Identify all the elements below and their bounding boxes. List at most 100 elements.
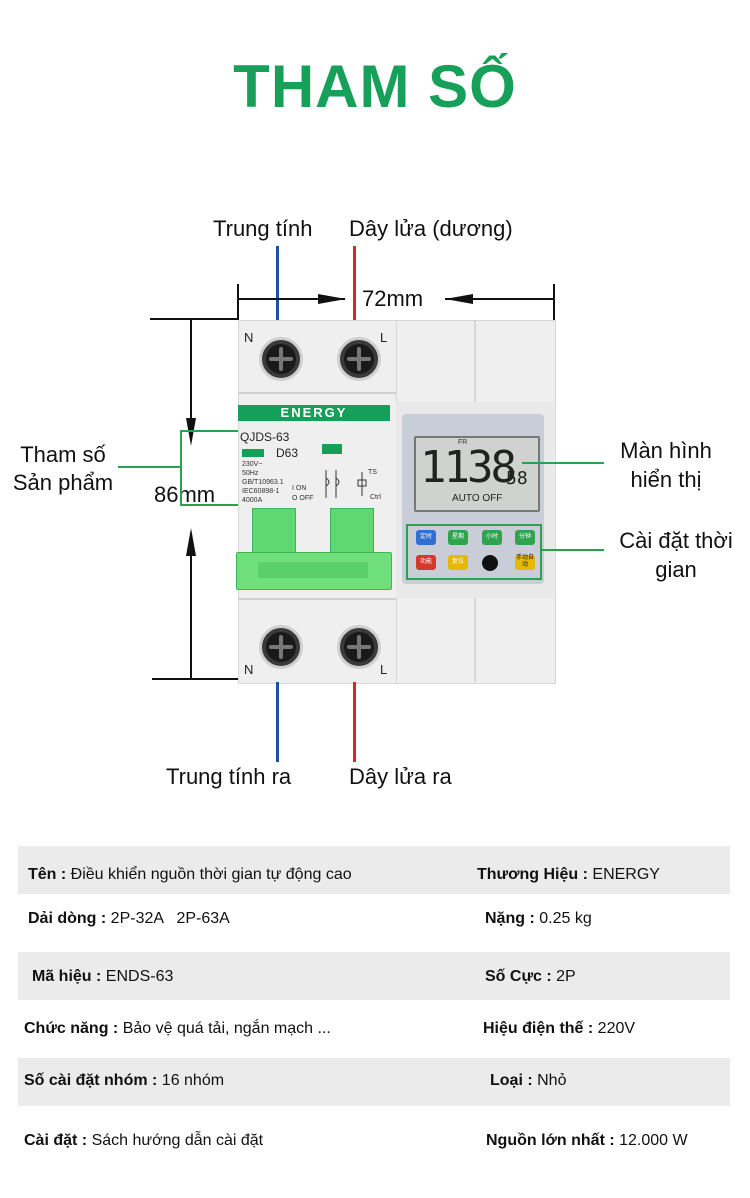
keys-highlight <box>406 524 542 580</box>
spec-line-5: 4000A <box>242 497 263 504</box>
function-key-button[interactable]: 功能 <box>416 555 436 570</box>
n-bottom-mark: N <box>244 662 254 677</box>
spec-brand-label: Thương Hiệu : <box>477 866 588 883</box>
spec-function-label: Chức năng : <box>24 1020 119 1037</box>
reset-key-button[interactable]: 复位 <box>448 555 468 570</box>
spec-groups-value: 16 nhóm <box>157 1072 225 1089</box>
spec-row-1: Tên : Điều khiển nguồn thời gian tự động… <box>18 846 730 894</box>
spec-row-4: Chức năng : Bảo vệ quá tải, ngắn mạch ..… <box>18 1006 730 1054</box>
bottom-live-terminal-icon <box>340 628 378 666</box>
toggle-bar-grip <box>258 562 368 578</box>
width-dimension: 72mm <box>362 286 424 311</box>
spec-weight-value: 0.25 kg <box>534 910 592 927</box>
spec-brand-value: ENERGY <box>587 866 660 883</box>
timer-key-button[interactable]: 定时 <box>416 530 436 545</box>
lcd-status: AUTO OFF <box>452 493 503 504</box>
l-top-mark: L <box>380 330 388 345</box>
spec-groups-label: Số cài đặt nhóm : <box>24 1072 158 1089</box>
height-dim-top-tick <box>150 318 238 320</box>
spec-power-label: Nguồn lớn nhất : <box>486 1132 615 1149</box>
week-key-button[interactable]: 星期 <box>448 530 468 545</box>
circuit-symbol-icon <box>325 470 367 498</box>
led-indicator-icon <box>482 555 498 571</box>
spec-type-value: Nhỏ <box>532 1072 567 1089</box>
timeset-label-line1: Cài đặt thời <box>619 528 733 553</box>
spec-current-value: 2P-32A 2P-63A <box>106 910 230 927</box>
l-bottom-mark: L <box>380 662 388 677</box>
lcd-seconds: 58 <box>506 468 528 489</box>
spec-name-label: Tên : <box>28 866 67 883</box>
spec-type-label: Loại : <box>490 1072 533 1089</box>
live-out-wire <box>353 682 356 762</box>
spec-poles-label: Số Cực : <box>485 968 552 985</box>
spec-weight-label: Nặng : <box>485 910 535 927</box>
hour-key-button[interactable]: 小时 <box>482 530 502 545</box>
width-dim-line-left <box>239 298 345 300</box>
spec-line-1: 230V~ <box>242 461 263 468</box>
live-in-label: Dây lửa (dương) <box>349 216 513 241</box>
spec-code-value: ENDS-63 <box>101 968 174 985</box>
live-out-label: Dây lửa ra <box>349 764 452 789</box>
minute-key-button[interactable]: 分钟 <box>515 530 535 545</box>
spec-line-2: 50Hz <box>242 470 259 477</box>
timeset-label-line2: gian <box>655 557 697 582</box>
height-arrow-up-icon <box>186 528 196 556</box>
height-dim-bottom-tick <box>152 678 238 680</box>
ts-label: TS <box>368 469 377 476</box>
width-arrow-right-icon <box>318 294 346 304</box>
spec-code-label: Mã hiệu : <box>32 968 102 985</box>
spec-function-value: Bảo vệ quá tải, ngắn mạch ... <box>118 1020 331 1037</box>
ctrl-label: Ctrl <box>370 494 381 501</box>
lcd-display <box>414 436 540 512</box>
status-strip <box>242 449 264 457</box>
neutral-out-label: Trung tính ra <box>166 764 292 789</box>
spec-install-value: Sách hướng dẫn cài đặt <box>87 1132 264 1149</box>
spec-current-label: Dải dòng : <box>28 910 107 927</box>
spec-install-label: Cài đặt : <box>24 1132 88 1149</box>
neutral-in-wire <box>276 246 279 320</box>
lcd-digits: 1138 <box>420 442 517 493</box>
handle-left[interactable] <box>252 508 296 558</box>
handle-right[interactable] <box>330 508 374 558</box>
indicator-window <box>322 444 342 454</box>
rating-label: D63 <box>276 446 299 460</box>
brand-label: ENERGY <box>238 405 390 421</box>
spec-row-6: Cài đặt : Sách hướng dẫn cài đặt Nguồn l… <box>18 1118 730 1166</box>
timeset-pointer <box>540 549 604 551</box>
neutral-in-label: Trung tính <box>213 216 313 241</box>
width-dim-line-right <box>445 298 553 300</box>
on-label: I ON <box>292 485 307 492</box>
breaker-seam-top <box>238 392 396 394</box>
off-label: O OFF <box>292 495 314 502</box>
spec-row-5: Số cài đặt nhóm : 16 nhóm Loại : Nhỏ <box>18 1058 730 1106</box>
height-dimension: 86mm <box>154 482 216 507</box>
spec-name-value: Điều khiển nguồn thời gian tự động cao <box>66 866 352 883</box>
breaker-seam-bottom <box>238 598 396 600</box>
n-top-mark: N <box>244 330 254 345</box>
params-label-line1: Tham số <box>20 442 106 467</box>
live-in-wire <box>353 246 356 320</box>
screen-label-line1: Màn hình <box>620 438 712 463</box>
spec-poles-value: 2P <box>551 968 576 985</box>
width-arrow-left-icon <box>445 294 473 304</box>
height-dim-line-top <box>190 320 192 438</box>
spec-voltage-label: Hiệu điện thế : <box>483 1020 594 1037</box>
spec-row-2: Dải dòng : 2P-32A 2P-63A Nặng : 0.25 kg <box>18 896 730 944</box>
top-neutral-terminal-icon <box>262 340 300 378</box>
neutral-out-wire <box>276 682 279 762</box>
width-dim-left-tick <box>237 284 239 320</box>
height-dim-line-bottom <box>190 548 192 678</box>
timer-seam-top <box>474 320 476 402</box>
top-live-terminal-icon <box>340 340 378 378</box>
screen-label-line2: hiển thị <box>630 467 702 492</box>
timer-seam-bottom <box>474 596 476 682</box>
spec-line-4: IEC60898-1 <box>242 488 280 495</box>
params-label-line2: Sản phẩm <box>12 470 114 495</box>
bottom-neutral-terminal-icon <box>262 628 300 666</box>
spec-voltage-value: 220V <box>593 1020 636 1037</box>
page-title: THAM SỐ <box>233 53 517 120</box>
manual-auto-key-button[interactable]: 手动自动 <box>515 555 535 570</box>
spec-power-value: 12.000 W <box>614 1132 688 1149</box>
spec-line-3: GB/T10963.1 <box>242 479 284 486</box>
spec-row-3: Mã hiệu : ENDS-63 Số Cực : 2P <box>18 952 730 1000</box>
